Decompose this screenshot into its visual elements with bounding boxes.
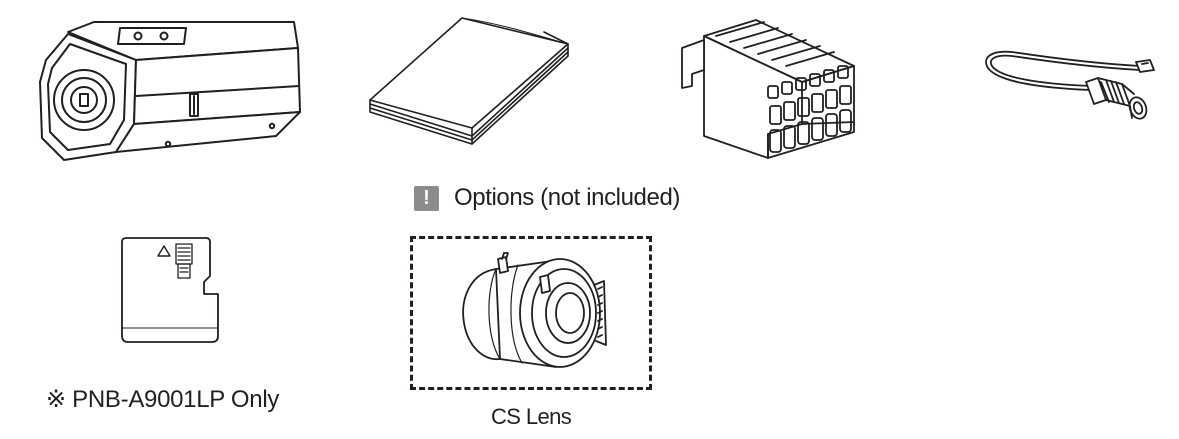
- lens-caption: CS Lens: [491, 404, 572, 429]
- sd-card-note: ※ PNB-A9001LP Only: [46, 386, 280, 413]
- cs-lens-icon: [462, 252, 607, 368]
- bnc-cable-icon: [985, 50, 1155, 120]
- terminal-block-illustration: [664, 14, 876, 160]
- micro-sd-card-icon: [121, 237, 219, 343]
- lens-illustration: [456, 251, 622, 377]
- booklet-icon: [369, 17, 569, 145]
- manual-illustration: [362, 16, 580, 160]
- box-camera-icon: [39, 21, 301, 161]
- terminal-block-connector-icon: [681, 19, 855, 159]
- cable-illustration: [982, 44, 1160, 122]
- lens-dashed-frame: [410, 236, 652, 390]
- camera-illustration: [36, 20, 308, 165]
- warning-icon: !: [414, 185, 439, 211]
- options-heading: ! Options (not included): [414, 184, 680, 212]
- options-title: Options (not included): [454, 184, 680, 211]
- sd-card-illustration: [118, 236, 226, 348]
